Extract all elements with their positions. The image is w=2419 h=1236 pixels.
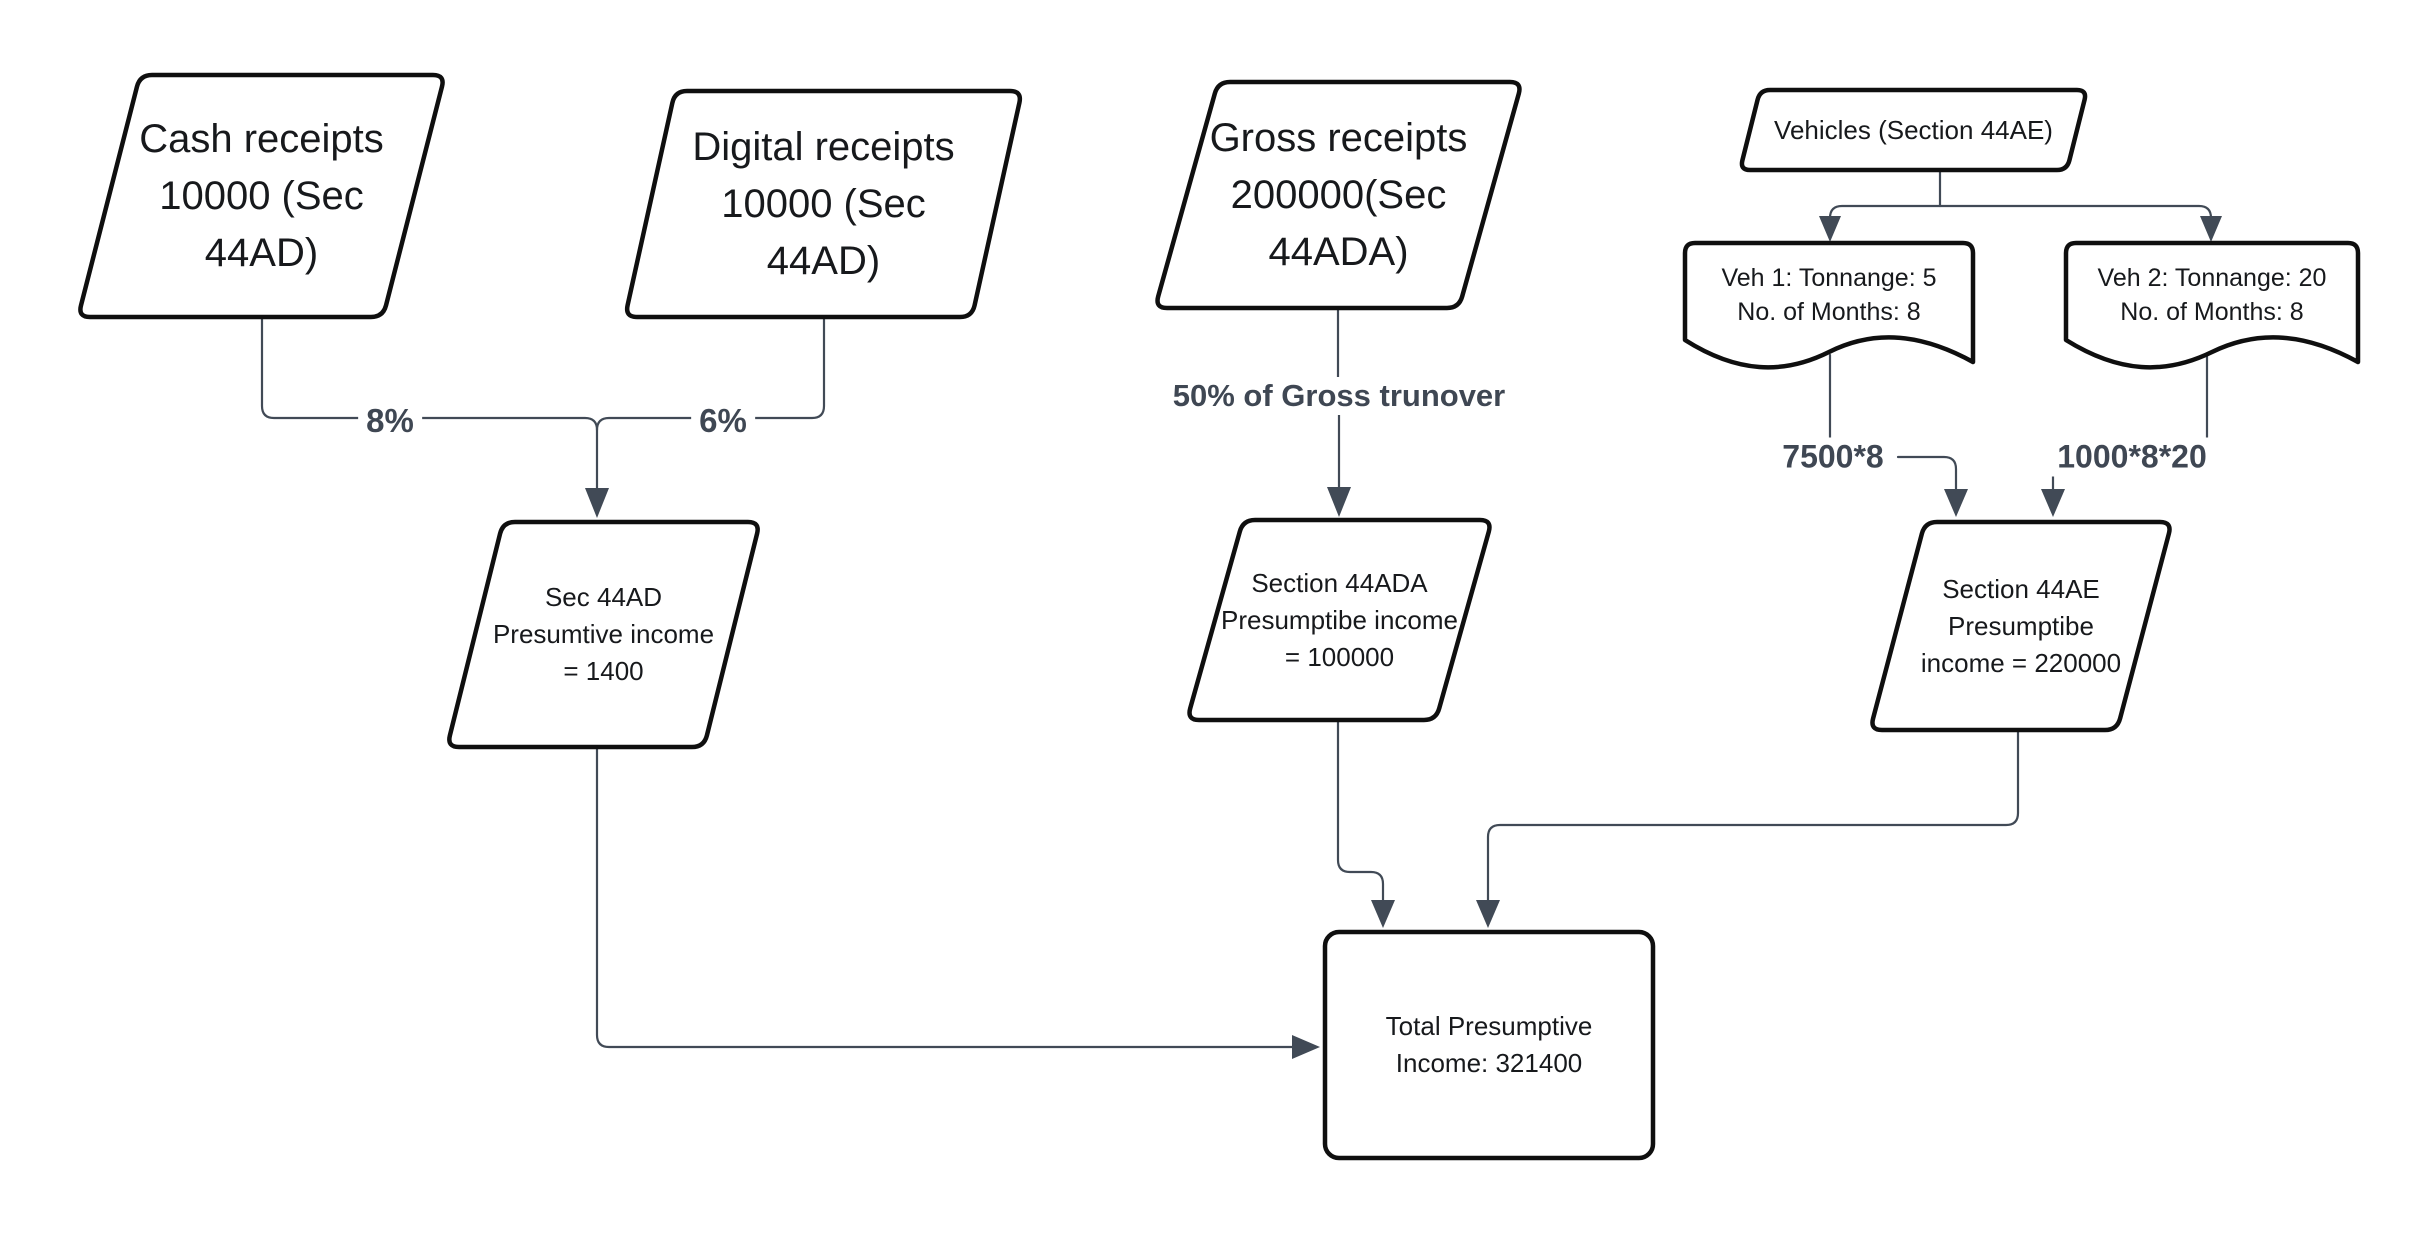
veh1-document-shape — [1682, 240, 1976, 370]
total-income-shape — [1322, 929, 1656, 1161]
edge-44ad-to-total — [595, 745, 1294, 1049]
edge-cash-to-44ad — [260, 315, 599, 490]
edge-label-50-percent-gross: 50% of Gross trunover — [1164, 377, 1514, 415]
cash-receipts-shape — [78, 72, 445, 320]
sec-44ada-income-shape — [1187, 517, 1492, 723]
edge-label-veh1-calc: 7500*8 — [1774, 437, 1892, 477]
arrowhead-total-top-right — [1476, 900, 1500, 928]
sec-44ae-income-shape — [1870, 519, 2172, 733]
edge-44ae-to-total — [1486, 728, 2020, 902]
edge-label-veh2-calc: 1000*8*20 — [2049, 437, 2215, 477]
gross-receipts-shape — [1155, 79, 1522, 311]
arrowhead-44ae-right — [2041, 489, 2065, 517]
arrowhead-44ad — [585, 488, 609, 518]
arrowhead-44ae-left — [1944, 489, 1968, 517]
edge-vehicles-branch — [1828, 204, 2213, 220]
arrowhead-total-top-left — [1371, 900, 1395, 928]
arrowhead-veh1 — [1819, 216, 1841, 242]
arrowhead-44ada — [1327, 487, 1351, 517]
edge-44ada-to-total — [1336, 718, 1385, 902]
edge-label-6-percent: 6% — [691, 401, 755, 441]
digital-receipts-shape — [624, 88, 1023, 320]
sec-44ad-income-shape — [447, 519, 760, 750]
edge-digital-to-44ad — [595, 315, 826, 432]
arrowhead-veh2 — [2200, 216, 2222, 242]
edge-veh1-to-44ae — [1896, 455, 1958, 491]
arrowhead-total-left — [1292, 1035, 1320, 1059]
veh2-document-shape — [2063, 240, 2361, 370]
vehicles-shape — [1739, 87, 2088, 173]
edge-label-8-percent: 8% — [358, 401, 422, 441]
